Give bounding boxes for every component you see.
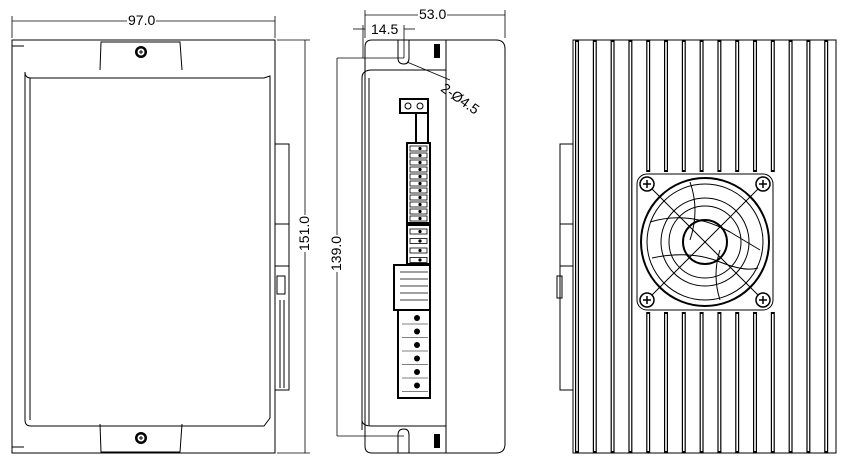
terminal-screw bbox=[414, 328, 420, 335]
pin bbox=[409, 215, 428, 222]
pin bbox=[409, 166, 428, 173]
depth-dimension-label: 53.0 bbox=[418, 6, 448, 22]
height-dimension-label: 151.0 bbox=[296, 214, 312, 252]
pin bbox=[409, 159, 428, 166]
pin bbox=[409, 194, 428, 201]
pin bbox=[409, 152, 428, 159]
connector-pins bbox=[400, 145, 428, 392]
hole-offset-label: 14.5 bbox=[371, 21, 399, 37]
back-view bbox=[556, 39, 837, 454]
heatsink-fins bbox=[575, 40, 829, 453]
terminal-screw bbox=[414, 369, 420, 375]
pin bbox=[409, 238, 428, 244]
pin bbox=[409, 208, 428, 215]
pin bbox=[409, 228, 428, 235]
pin bbox=[409, 201, 428, 208]
pin bbox=[409, 180, 428, 187]
terminal-screw bbox=[414, 315, 420, 321]
terminal-block bbox=[393, 98, 431, 399]
pin bbox=[409, 173, 428, 180]
terminal-screw bbox=[414, 382, 420, 389]
screw-icon bbox=[135, 46, 147, 58]
width-dimension-label: 97.0 bbox=[127, 12, 157, 28]
hole-spacing-label: 139.0 bbox=[328, 234, 344, 272]
pin bbox=[409, 247, 428, 254]
pin bbox=[409, 257, 428, 263]
side-view bbox=[336, 10, 506, 454]
pin bbox=[409, 145, 428, 152]
screw-icon bbox=[135, 432, 147, 444]
terminal-screw bbox=[414, 355, 420, 362]
pin bbox=[409, 187, 428, 194]
terminal-screw bbox=[414, 342, 420, 348]
fan-icon bbox=[636, 173, 774, 311]
front-view bbox=[11, 16, 310, 454]
